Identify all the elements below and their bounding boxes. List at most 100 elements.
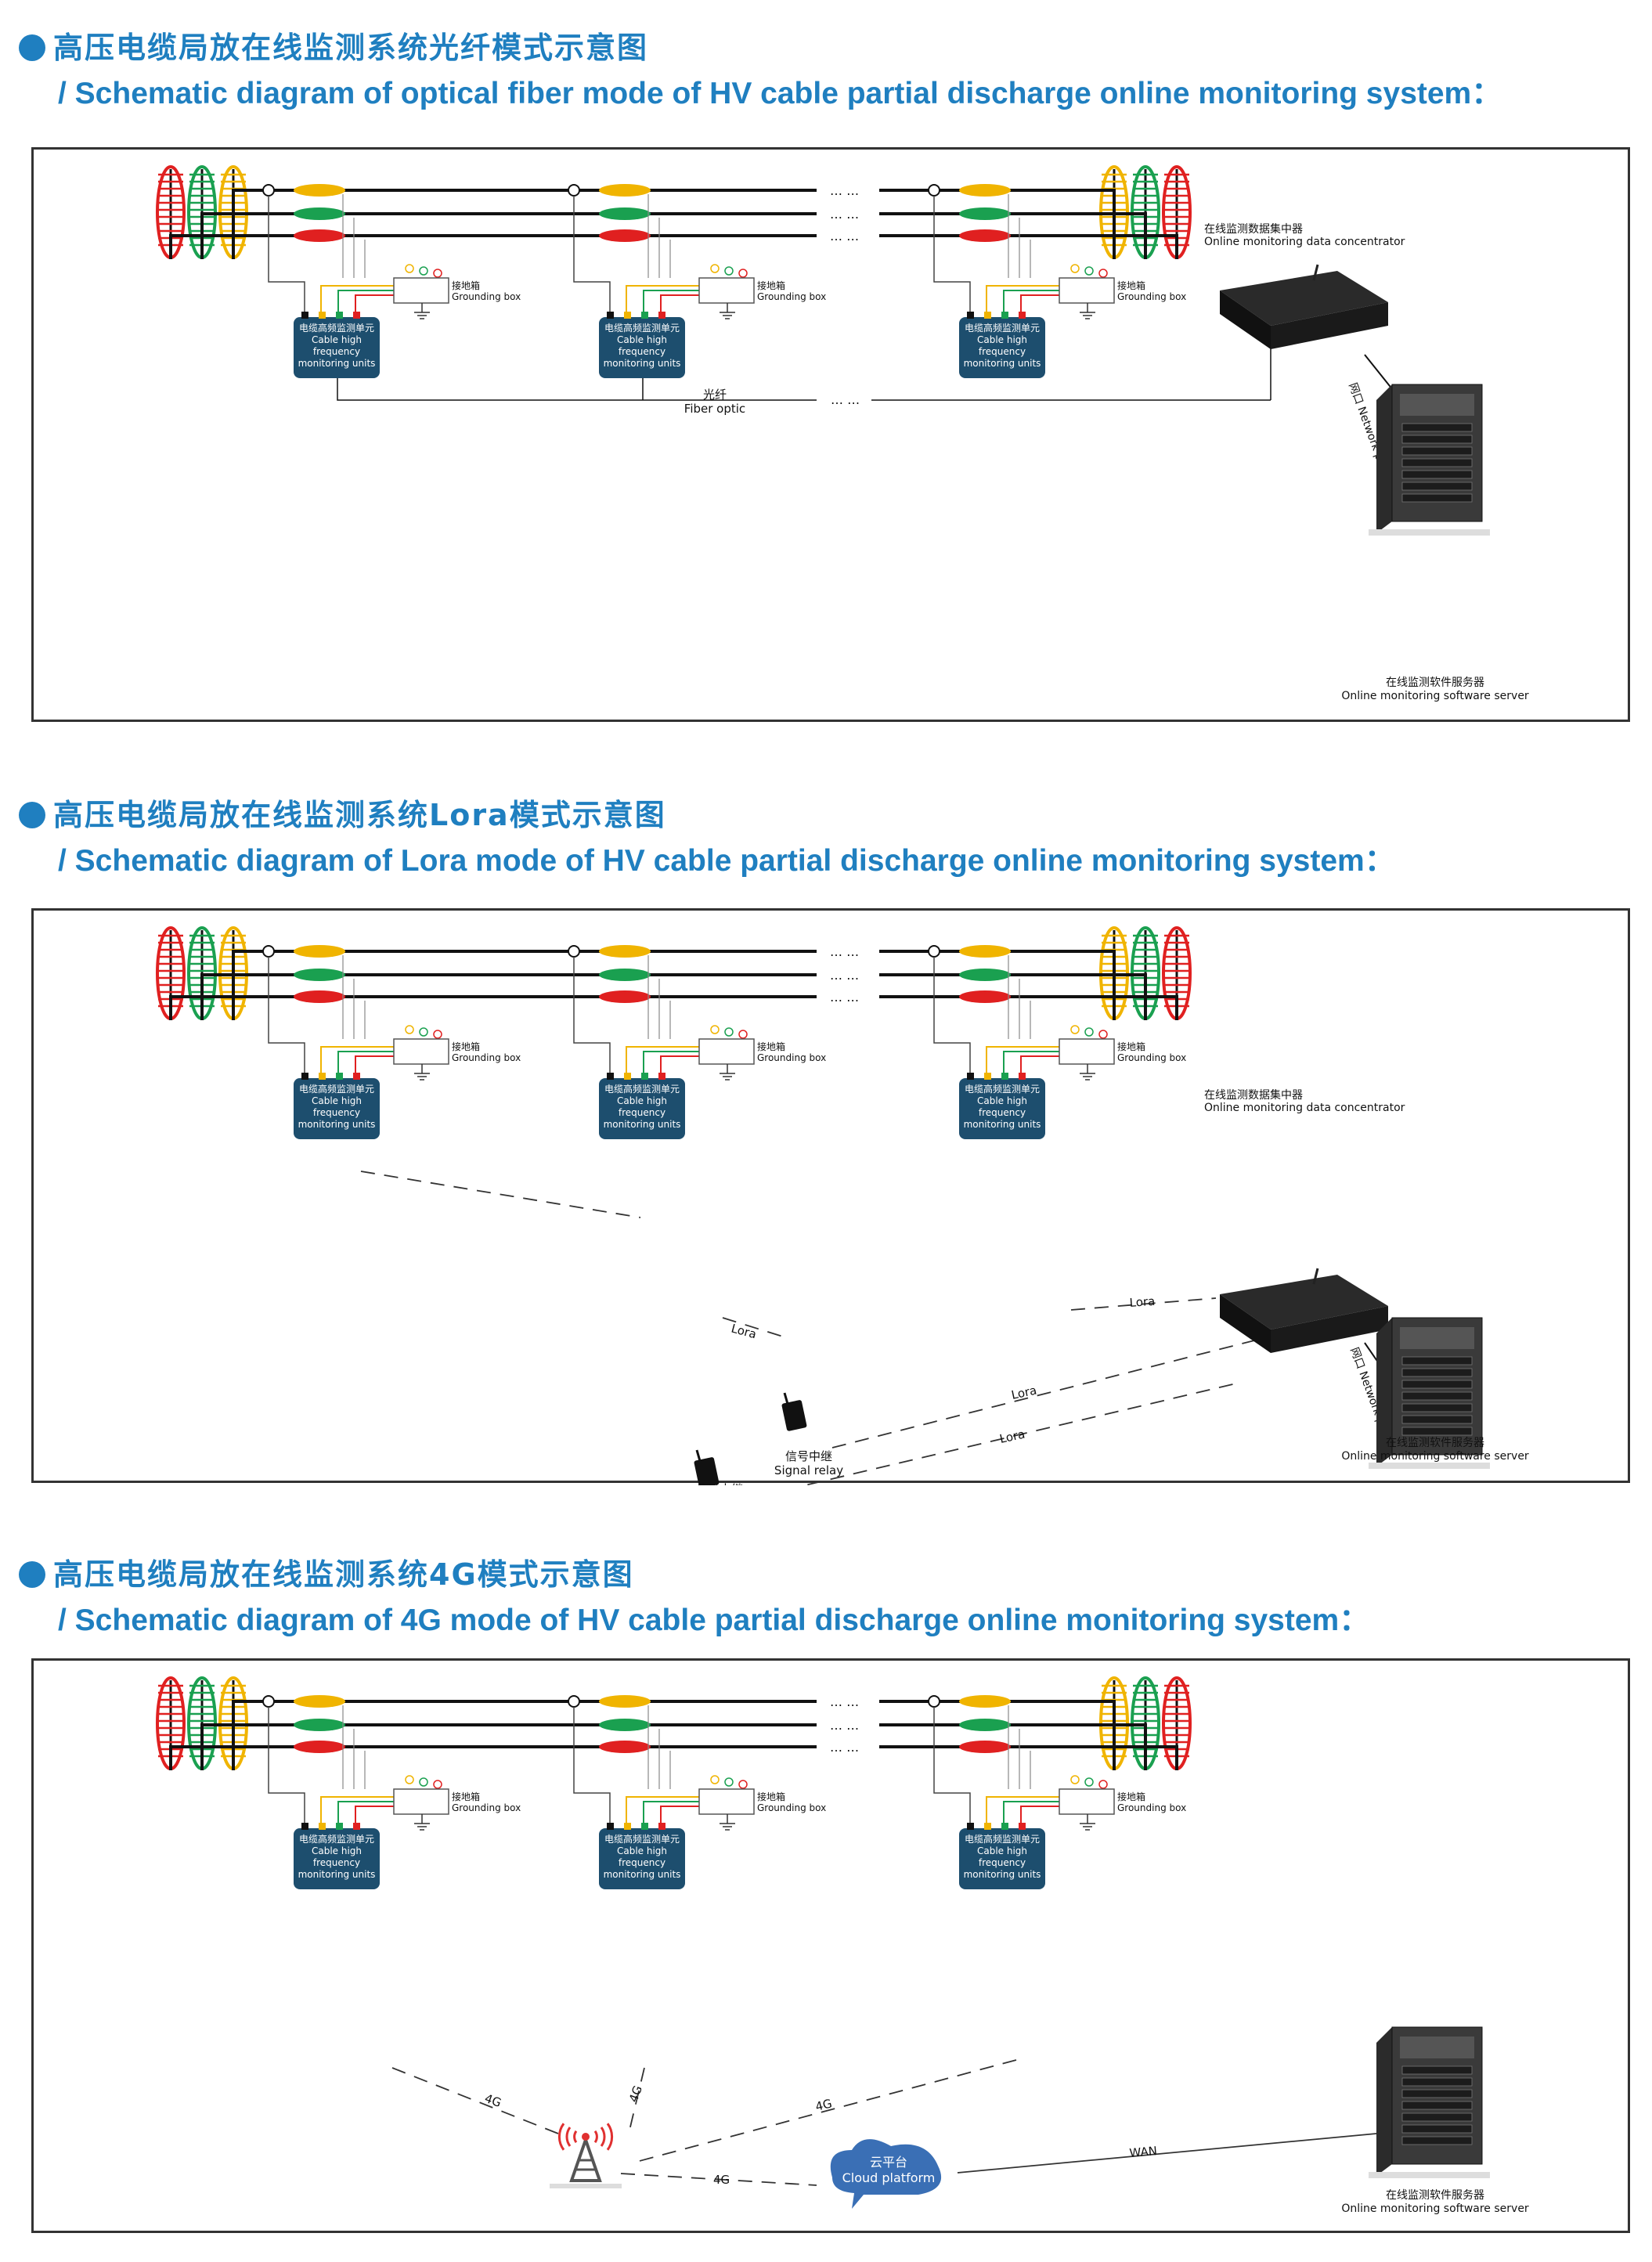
- drive-bay: [1401, 470, 1473, 479]
- unit-label: Cable high: [312, 334, 362, 345]
- drive-bay: [1401, 1356, 1473, 1365]
- unit-wire: [933, 957, 971, 1073]
- grounding-box-rect: [393, 1788, 449, 1815]
- concentrator-label-zh: 在线监测数据集中器: [1204, 222, 1303, 236]
- joint-red: [959, 229, 1011, 242]
- phase-line: [879, 189, 1116, 259]
- sensor-ring: [419, 1777, 428, 1787]
- grounding-box-rect: [698, 1038, 755, 1065]
- 4g-label: 4G: [626, 2083, 645, 2104]
- data-concentrator: [1220, 264, 1388, 349]
- unit-connector: [353, 1823, 360, 1830]
- unit-label: 电缆高频监测单元: [604, 322, 680, 334]
- drive-bay: [1401, 2101, 1473, 2110]
- unit-label: Cable high: [977, 334, 1027, 345]
- joint-green: [959, 207, 1011, 220]
- sensor-ring: [738, 269, 748, 278]
- unit-label: frequency: [979, 1857, 1026, 1868]
- joint-green: [599, 1719, 651, 1731]
- joint-yellow: [599, 1695, 651, 1708]
- ellipsis-text: … …: [830, 183, 859, 198]
- cloud-label-zh: 云平台: [870, 2155, 907, 2170]
- unit-wire: [268, 196, 305, 312]
- unit-wire: [268, 957, 305, 1073]
- unit-connector: [641, 312, 648, 319]
- unit-label: monitoring units: [298, 1869, 376, 1880]
- unit-connector: [319, 1073, 326, 1080]
- joint-yellow: [599, 945, 651, 958]
- unit-connector: [319, 312, 326, 319]
- grounding-box-label-zh: 接地箱: [1117, 280, 1145, 291]
- drive-bay: [1401, 423, 1473, 432]
- sensor-ring: [1084, 1027, 1094, 1037]
- unit-label: 电缆高频监测单元: [965, 1833, 1040, 1845]
- lora-label: Lora: [998, 1427, 1026, 1446]
- unit-label: frequency: [619, 1857, 665, 1868]
- drive-bay: [1401, 435, 1473, 444]
- unit-label: frequency: [979, 346, 1026, 357]
- joint-green: [294, 1719, 345, 1731]
- joint-node: [568, 184, 580, 197]
- sensor-ring: [710, 264, 720, 273]
- grounding-box-label-en: Grounding box: [1117, 1052, 1186, 1063]
- unit-label: 电缆高频监测单元: [299, 1833, 374, 1845]
- drive-bay: [1401, 482, 1473, 491]
- joint-yellow: [959, 1695, 1011, 1708]
- unit-label: Cable high: [617, 1095, 667, 1106]
- joint-node: [568, 1695, 580, 1708]
- unit-connector: [658, 1823, 665, 1830]
- grounding-box-rect: [1059, 1038, 1115, 1065]
- sensor-ring: [419, 266, 428, 276]
- grounding-box-rect: [1059, 277, 1115, 304]
- drive-bay: [1401, 493, 1473, 503]
- server-shadow: [1369, 529, 1490, 536]
- unit-connector: [1019, 312, 1026, 319]
- unit-label: Cable high: [977, 1845, 1027, 1856]
- unit-connector: [624, 1823, 631, 1830]
- joint-node: [928, 945, 940, 958]
- unit-connector: [301, 1073, 308, 1080]
- cell-tower-icon: [550, 2123, 622, 2188]
- sensor-ring: [1084, 266, 1094, 276]
- bullet-icon: [19, 34, 45, 61]
- sensor-ring: [710, 1775, 720, 1784]
- grounding-box-label-en: Grounding box: [452, 1052, 521, 1063]
- drive-bay: [1401, 1391, 1473, 1401]
- unit-connector: [1001, 312, 1008, 319]
- unit-connector: [353, 1073, 360, 1080]
- sensor-ring: [1084, 1777, 1094, 1787]
- unit-connector: [336, 1823, 343, 1830]
- unit-label: 电缆高频监测单元: [604, 1083, 680, 1095]
- tower-shadow: [550, 2184, 622, 2188]
- unit-connector: [607, 312, 614, 319]
- unit-connector: [967, 312, 974, 319]
- drive-bay: [1401, 2136, 1473, 2145]
- unit-connector: [641, 1823, 648, 1830]
- sensor-ring: [1098, 1030, 1108, 1039]
- signal-wave: [606, 2123, 614, 2151]
- cable-joint: [262, 945, 442, 1073]
- joint-node: [928, 184, 940, 197]
- grounding-box-label-zh: 接地箱: [452, 280, 480, 291]
- grounding-box-rect: [393, 277, 449, 304]
- unit-label: frequency: [979, 1107, 1026, 1118]
- phase-line: [879, 1700, 1116, 1770]
- unit-label: frequency: [619, 346, 665, 357]
- sensor-ring: [419, 1027, 428, 1037]
- sensor-ring: [724, 266, 734, 276]
- fiber-label-en: Fiber optic: [684, 402, 745, 416]
- unit-label: frequency: [313, 1857, 360, 1868]
- server-side: [1376, 1318, 1392, 1467]
- cloud-shape: [830, 2139, 942, 2209]
- 4g-link: [628, 2067, 645, 2134]
- relay-label-zh: 信号中继: [696, 1482, 743, 1485]
- relay-body: [694, 1457, 720, 1485]
- joint-yellow: [959, 184, 1011, 197]
- signal-relay: [781, 1392, 807, 1431]
- unit-label: Cable high: [312, 1845, 362, 1856]
- server-label-en: Online monitoring software server: [1341, 690, 1529, 702]
